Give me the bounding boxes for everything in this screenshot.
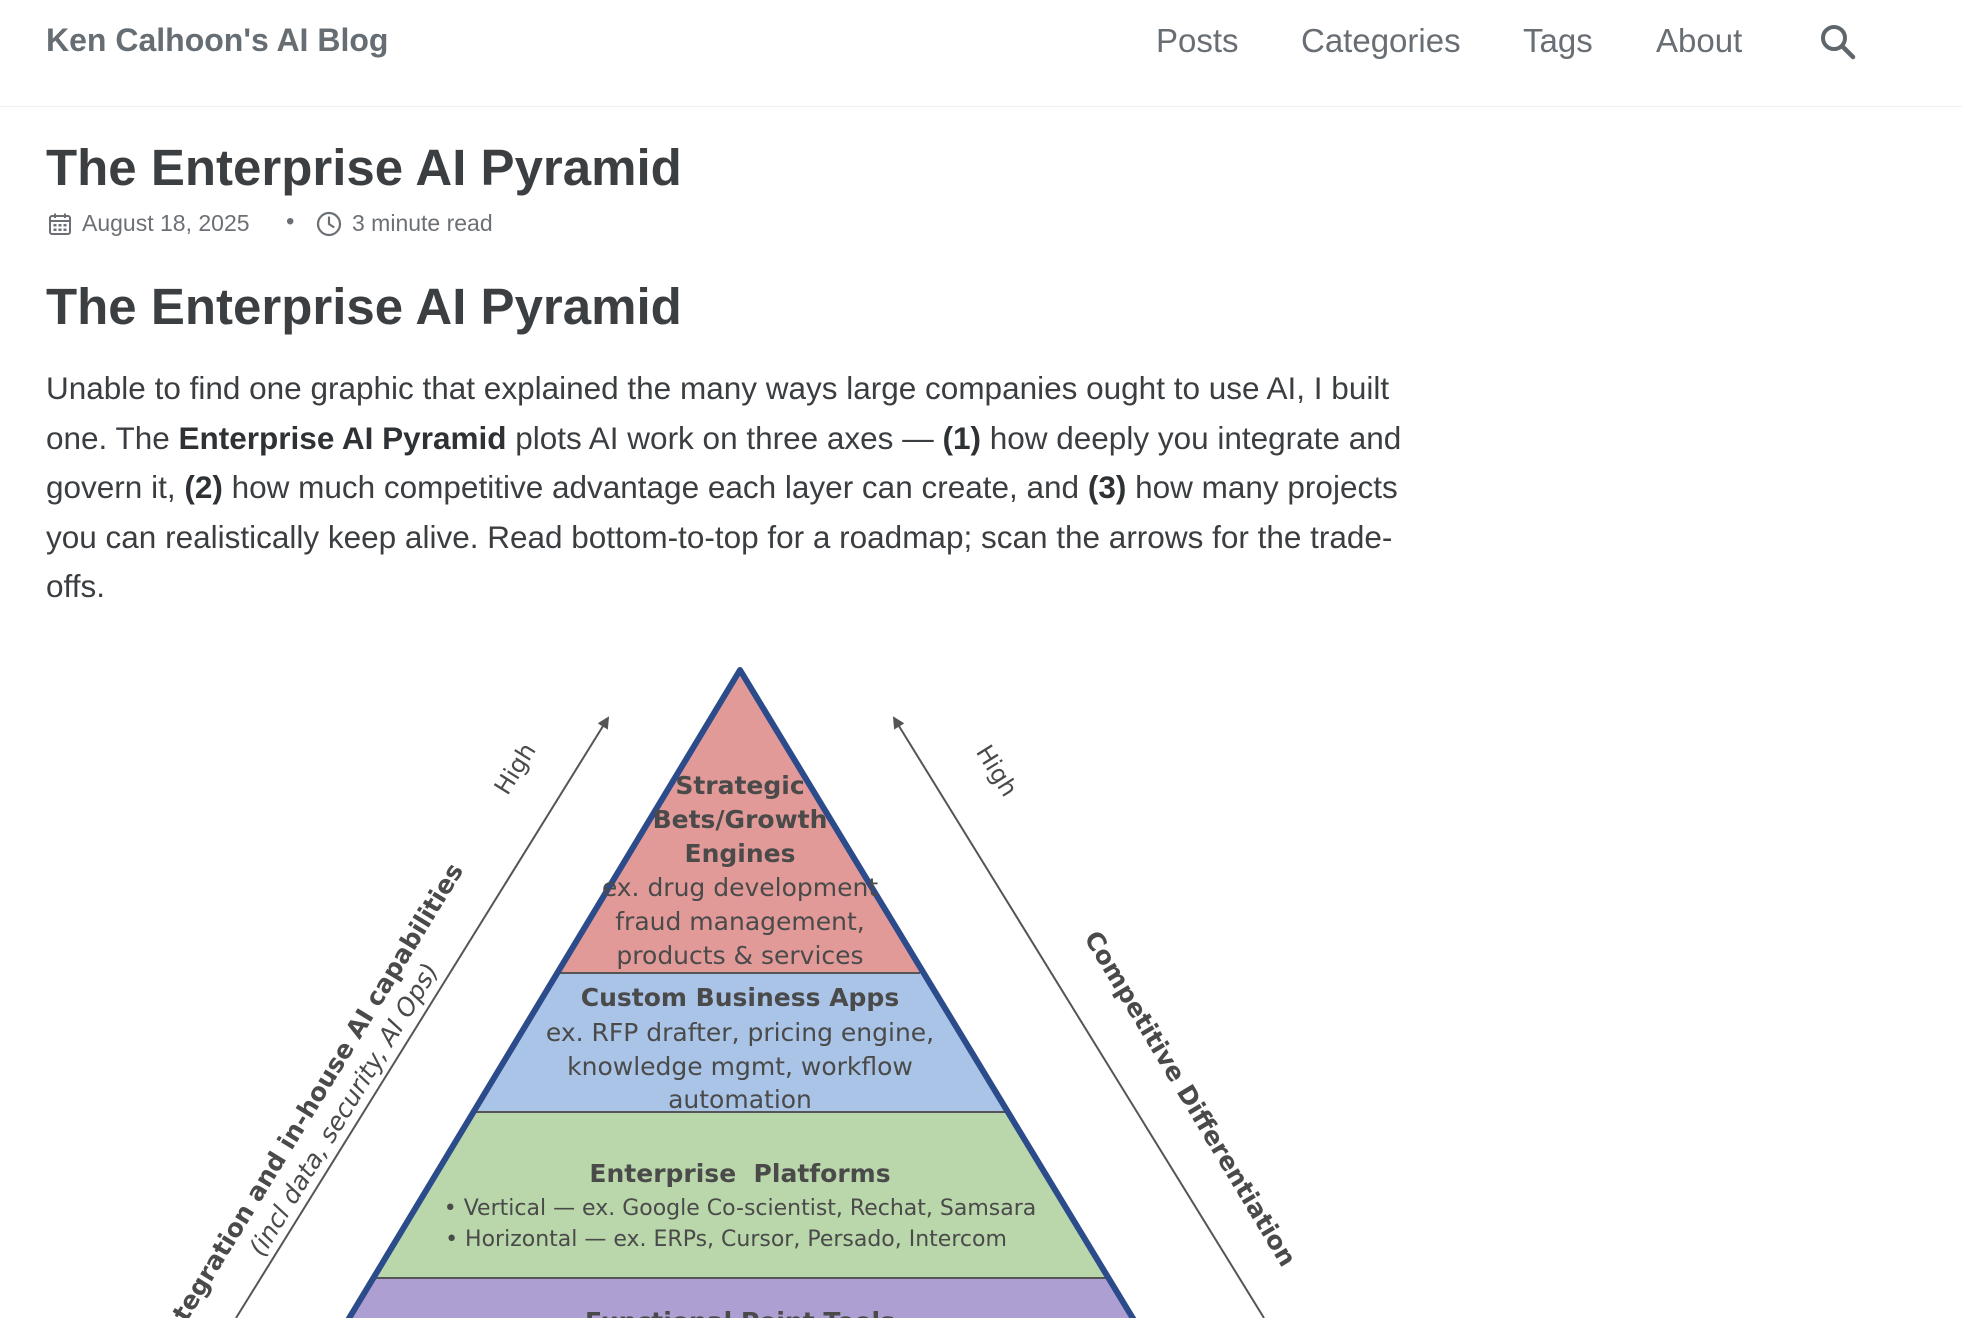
clock-icon <box>316 211 342 236</box>
intro-text-1: Unable to find one graphic that explaine… <box>46 370 1390 456</box>
third-layer-body-2: • Horizontal — ex. ERPs, Cursor, Persado… <box>445 1227 1007 1252</box>
top-layer-title-1: Strategic <box>675 771 804 800</box>
left-arrow-high-label: High <box>489 738 542 800</box>
second-layer-body-3: automation <box>668 1085 812 1114</box>
calendar-icon <box>49 213 71 235</box>
top-layer-body-2: fraud management, <box>615 907 864 936</box>
post-date-text: August 18, 2025 <box>82 210 250 236</box>
pyramid-layer-bottom <box>349 1278 1133 1318</box>
meta-separator: • <box>286 208 295 235</box>
intro-bold-4: (3) <box>1087 469 1127 505</box>
top-layer-title-2: Bets/Growth <box>653 805 828 834</box>
top-layer-title-3: Engines <box>685 839 796 868</box>
left-arrow-line <box>235 716 610 1318</box>
nav-item-tags[interactable]: Tags <box>1523 22 1593 59</box>
post-date: August 18, 2025 <box>48 210 250 237</box>
intro-text-5: how many projects you can realistically … <box>46 469 1398 604</box>
post-heading: The Enterprise AI Pyramid <box>46 278 682 335</box>
page-title: The Enterprise AI Pyramid <box>46 139 682 196</box>
second-layer-title: Custom Business Apps <box>581 983 899 1012</box>
search-button[interactable] <box>1818 22 1858 62</box>
intro-bold-1: Enterprise AI Pyramid <box>178 419 507 456</box>
site-title-link[interactable]: Ken Calhoon's AI Blog <box>46 22 389 58</box>
right-axis-label: Competitive Differentiation <box>1078 926 1302 1272</box>
bottom-layer-title: Functional Point Tools <box>585 1307 895 1318</box>
right-arrow-line <box>892 716 1265 1318</box>
nav-item-about[interactable]: About <box>1656 22 1743 59</box>
third-layer-body-1: • Vertical — ex. Google Co-scientist, Re… <box>444 1196 1036 1221</box>
intro-bold-3: (2) <box>184 469 223 505</box>
search-icon <box>1821 25 1856 60</box>
pyramid-figure: High High Integration and in-house AI ca… <box>0 600 1962 1318</box>
top-layer-body-1: ex. drug development <box>602 873 879 902</box>
right-arrow-high-label: High <box>970 740 1023 802</box>
intro-bold-2: (1) <box>942 419 981 456</box>
intro-text-4: how much competitive advantage each laye… <box>222 469 1088 505</box>
post-read-time: 3 minute read <box>316 210 493 237</box>
second-layer-body-2: knowledge mgmt, workflow <box>567 1052 913 1081</box>
pyramid-layer-third <box>374 1112 1107 1278</box>
pyramid-diagram: High High Integration and in-house AI ca… <box>153 667 1302 1318</box>
main-nav: Posts Categories Tags About <box>0 22 1962 66</box>
intro-text-3: how deeply you integrate and govern it, <box>46 419 1402 506</box>
pyramid-layer-second <box>474 972 1007 1112</box>
read-time-text: 3 minute read <box>352 210 493 236</box>
nav-item-categories[interactable]: Categories <box>1301 22 1461 59</box>
masthead: Ken Calhoon's AI Blog Posts Categories T… <box>0 0 1962 107</box>
top-layer-body-3: products & services <box>616 941 863 970</box>
pyramid-outline <box>345 667 1137 1318</box>
nav-item-posts[interactable]: Posts <box>1156 22 1239 59</box>
third-layer-title: Enterprise Platforms <box>589 1159 890 1188</box>
intro-paragraph: Unable to find one graphic that explaine… <box>46 364 1446 612</box>
pyramid-layer-top <box>560 670 920 972</box>
intro-text-2: plots AI work on three axes — <box>506 419 943 456</box>
second-layer-body-1: ex. RFP drafter, pricing engine, <box>546 1018 934 1047</box>
